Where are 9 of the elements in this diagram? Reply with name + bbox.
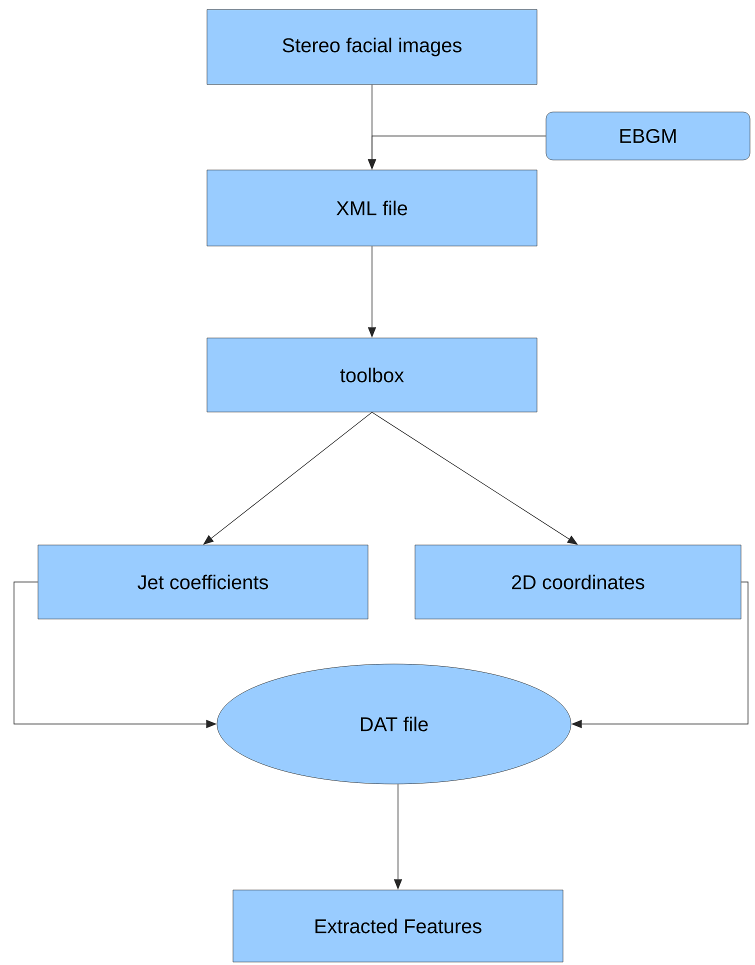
process-box: XML file bbox=[206, 170, 538, 246]
process-box: Jet coefficients bbox=[38, 544, 368, 620]
process-box: 2D coordinates bbox=[414, 544, 742, 620]
arrow bbox=[203, 412, 372, 545]
arrow bbox=[372, 412, 578, 545]
process-box: toolbox bbox=[206, 338, 538, 412]
process-box: Stereo facial images bbox=[206, 9, 538, 85]
rounded-box: EBGM bbox=[546, 112, 750, 160]
process-box: Extracted Features bbox=[232, 890, 564, 962]
